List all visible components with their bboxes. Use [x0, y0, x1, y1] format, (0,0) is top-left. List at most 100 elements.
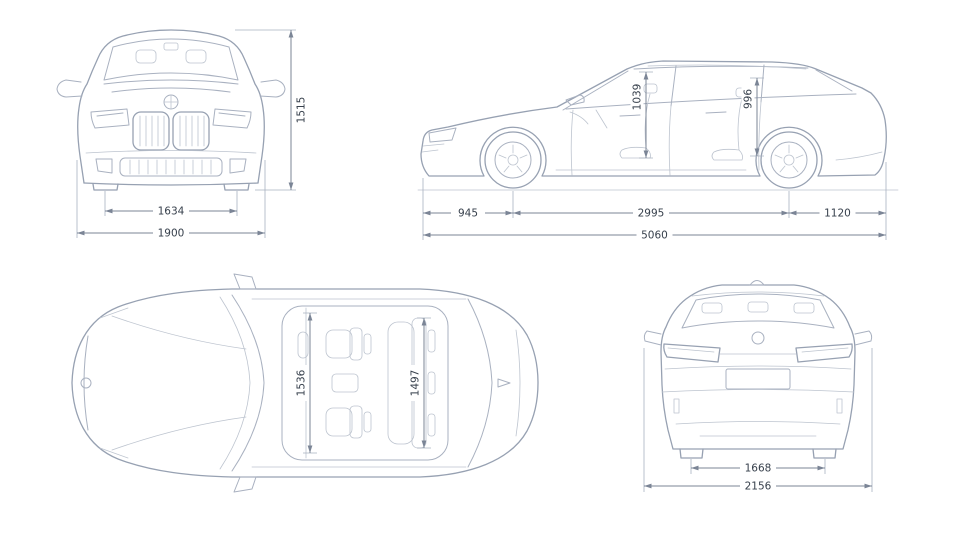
dim-front-height: 1515	[235, 29, 308, 191]
steering-wheel	[569, 109, 608, 129]
extension-lines	[643, 348, 873, 492]
dim-label-overhang-front: 945	[458, 208, 478, 220]
dim-label-headroom-front: 1039	[632, 84, 644, 111]
headrest	[427, 413, 436, 437]
front-bumper-arc	[83, 335, 89, 431]
headrest	[185, 49, 207, 64]
roof-rail	[647, 64, 807, 70]
door-cut-lines	[570, 101, 762, 176]
dim-label-wheelbase: 2995	[638, 208, 665, 220]
panorama-roof	[281, 305, 449, 461]
door-mirror-left-rear	[643, 330, 662, 346]
intake-slats	[129, 159, 212, 175]
dim-label-height: 1515	[296, 97, 308, 124]
dim-label-box	[153, 226, 189, 240]
rear-view: 1668 2156	[643, 280, 873, 493]
dim-label-box	[630, 80, 644, 114]
tailgate-line	[515, 329, 521, 437]
headrest	[427, 329, 436, 353]
front-seat-cushion	[325, 329, 353, 359]
extension-lines	[76, 160, 266, 238]
wheel-spokes	[498, 144, 528, 173]
dim-rear-width: 2156	[643, 348, 873, 493]
headrest	[747, 301, 769, 313]
rear-bumper-line	[835, 151, 883, 161]
window-top-line	[633, 65, 809, 70]
rear-wheels	[679, 448, 837, 459]
side-mirror	[565, 94, 585, 106]
dim-label-box	[741, 84, 755, 114]
spoiler-edge	[691, 291, 825, 297]
windshield-arc	[231, 294, 265, 472]
dim-label-box	[633, 206, 669, 220]
roundel-cross	[163, 94, 179, 110]
antenna-fin-rear	[749, 280, 765, 286]
grille-slats	[139, 115, 205, 147]
dim-label-box	[451, 206, 485, 220]
b-pillar	[670, 65, 677, 107]
mirror-bottom	[233, 476, 257, 493]
dim-label-box	[740, 461, 776, 475]
rearview-mirror	[163, 42, 179, 51]
hood-creases	[99, 307, 247, 459]
side-vent-right	[229, 158, 247, 174]
rear-wheel-hub	[783, 154, 795, 166]
dim-side-bottom: 945 2995 1120 5060	[422, 162, 887, 242]
dim-front-track: 1634	[104, 191, 238, 218]
tailgate-cut-line	[664, 365, 852, 370]
wheel-spokes	[774, 144, 804, 173]
rear-window-arc	[467, 298, 493, 468]
brand-roundel-rear	[751, 331, 765, 345]
lower-air-intake	[119, 157, 223, 177]
dim-label-box	[294, 365, 308, 401]
headrest	[363, 333, 372, 355]
license-plate	[725, 368, 791, 390]
front-body-bottom	[83, 182, 259, 186]
side-view: 1039 996 945 2995 1120 5060	[417, 60, 899, 242]
headlight-left	[90, 108, 130, 129]
extension-lines	[235, 29, 296, 191]
dim-front-width: 1900	[76, 160, 266, 240]
center-console	[331, 373, 359, 393]
bumper-top-line	[661, 389, 855, 393]
dim-label-box	[740, 479, 776, 493]
cowl-arc	[219, 296, 251, 470]
dim-label-width: 1900	[158, 228, 185, 240]
taillight-left-inner	[667, 347, 715, 353]
rear-wheel-rim	[770, 141, 808, 179]
dim-rear-track: 1668	[690, 459, 826, 475]
dim-label-box	[819, 206, 856, 220]
dim-headroom-front: 1039	[630, 71, 653, 159]
door-mirror-right	[259, 79, 286, 98]
dim-label-track: 1634	[158, 206, 185, 218]
dim-label-interior-width-rear: 1497	[410, 370, 422, 397]
kidney-grille-left	[132, 111, 170, 151]
top-view: 1536 1497	[71, 273, 539, 493]
front-wheel	[484, 131, 542, 189]
dim-label-box	[153, 204, 189, 218]
dim-interior-width-rear: 1497	[408, 317, 431, 449]
side-vent-left	[95, 158, 113, 174]
a-pillar-line	[562, 70, 629, 111]
beltline	[565, 93, 857, 110]
antenna-fin	[497, 378, 511, 388]
brand-roundel-top	[80, 377, 92, 389]
reflector-left	[673, 398, 680, 414]
headrest	[793, 302, 815, 314]
taillight-right-inner	[801, 347, 849, 353]
headlight-right	[212, 108, 252, 129]
bumper-line	[85, 150, 257, 154]
dim-headroom-rear: 996	[741, 77, 764, 157]
front-bumper-detail	[421, 143, 445, 153]
hood-lines	[103, 79, 239, 93]
taillight-left	[663, 343, 721, 363]
front-wheel-hub	[507, 154, 519, 166]
front-seat-back	[349, 327, 363, 361]
side-body-outline	[420, 60, 887, 177]
dim-label-interior-width-front: 1536	[296, 369, 308, 396]
dim-interior-width-front: 1536	[294, 312, 317, 454]
headrest	[427, 371, 436, 395]
steering-wheel-top	[297, 331, 309, 359]
